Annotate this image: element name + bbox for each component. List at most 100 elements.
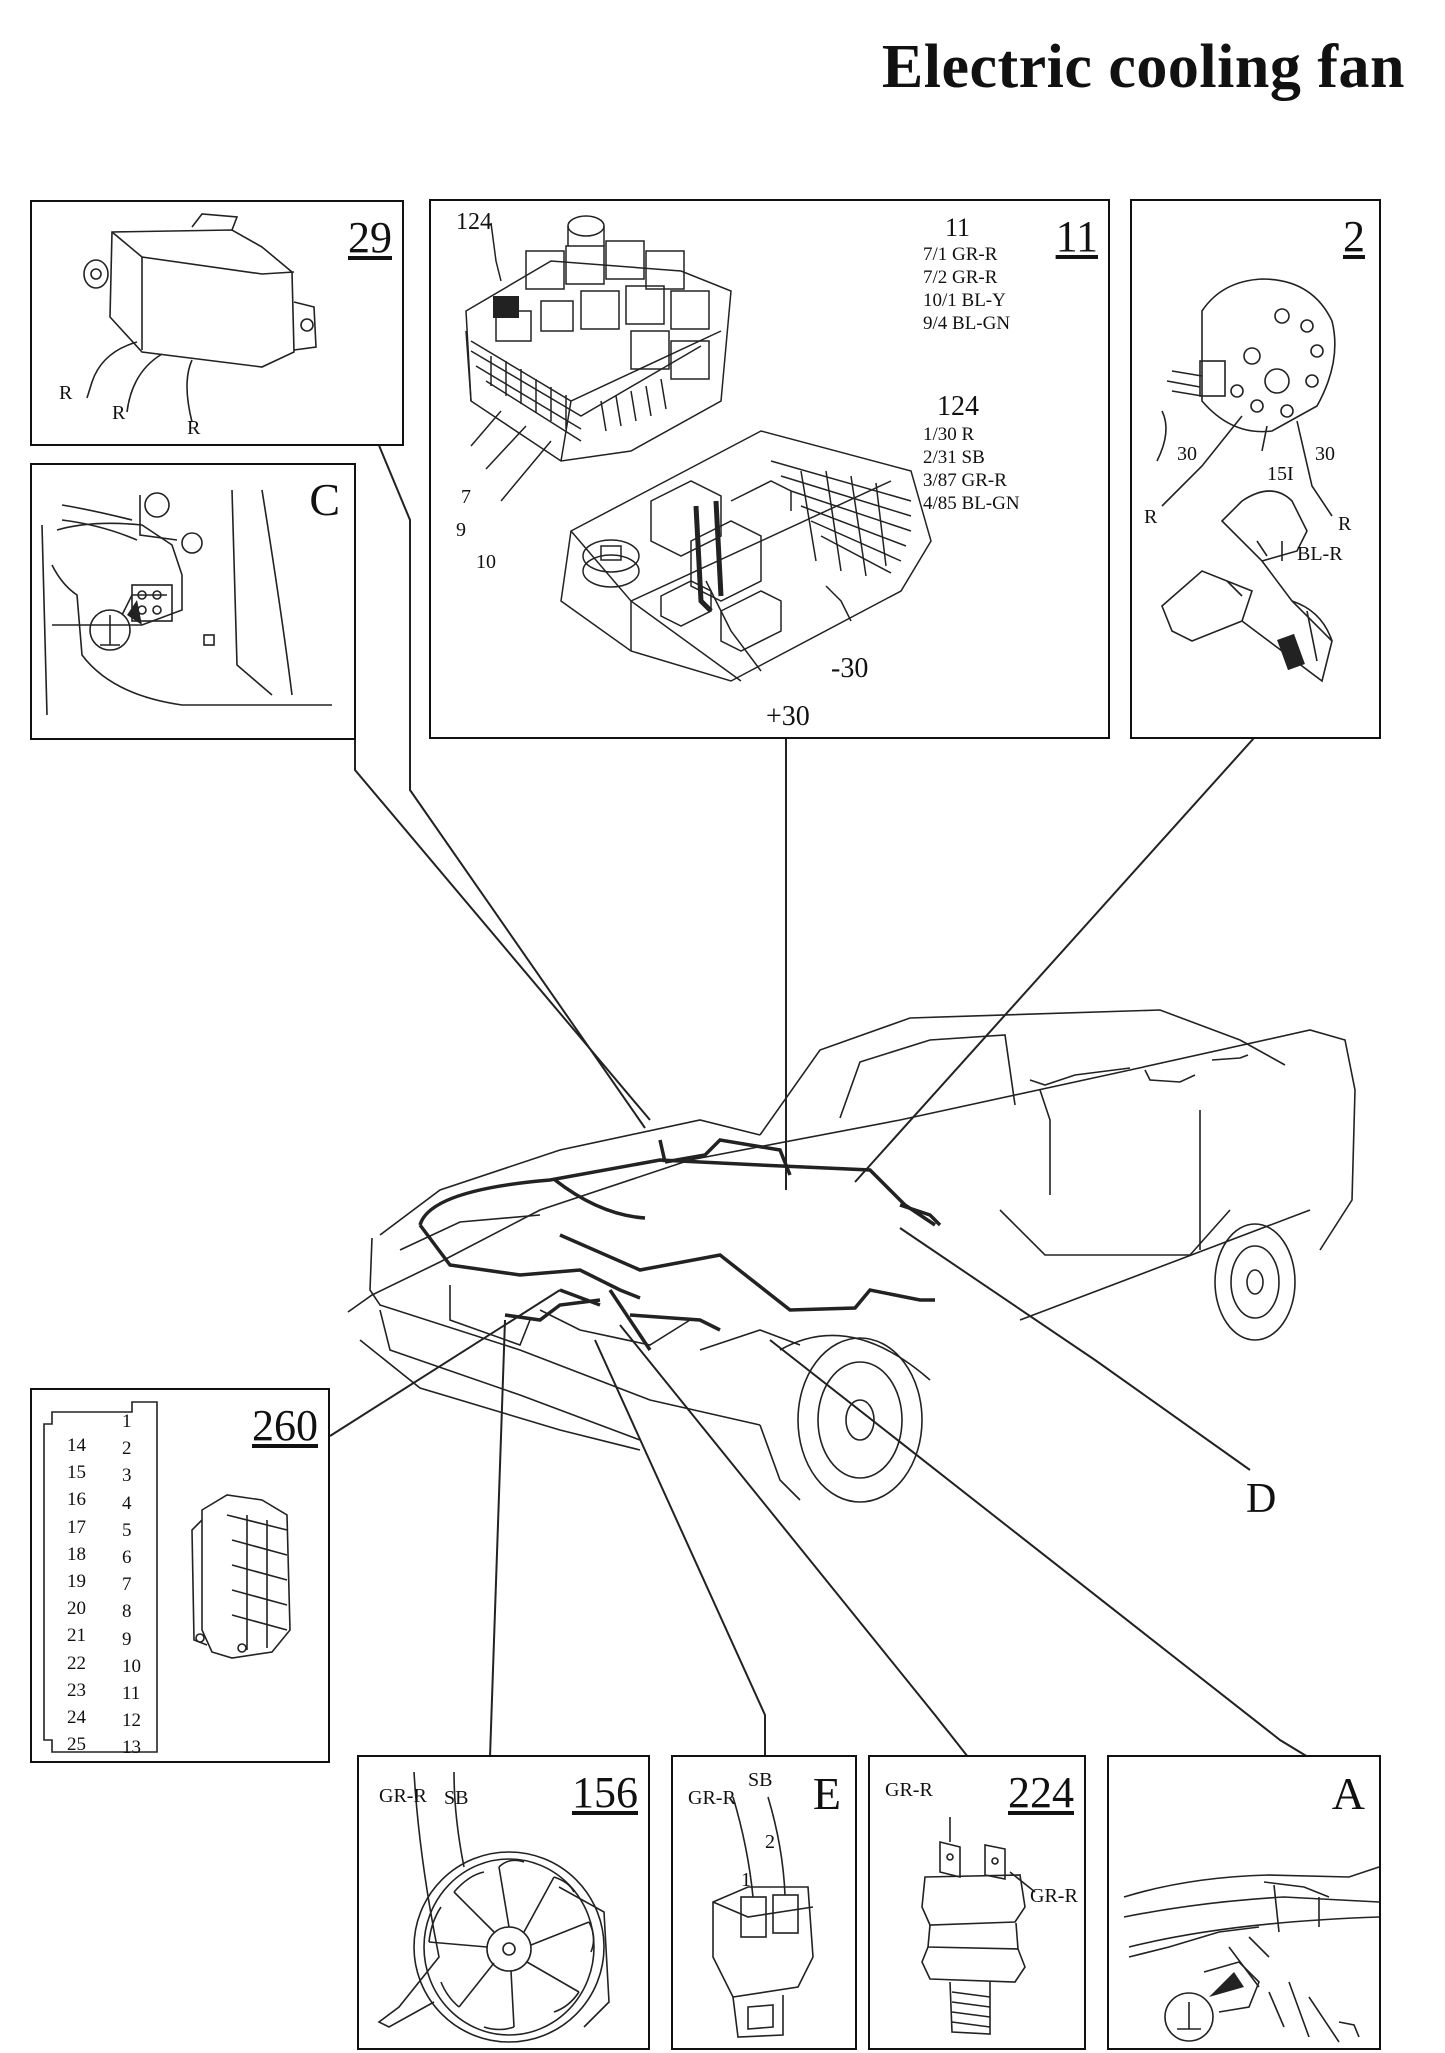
car-body	[347, 1009, 1356, 1501]
pin-number: 5	[122, 1519, 132, 1541]
leader-label-7: 7	[461, 486, 471, 508]
wire-label-r: R	[112, 402, 126, 424]
wire-entry: 3/87 GR-R	[923, 470, 1007, 491]
temperature-switch-drawing	[921, 1817, 1036, 2035]
panel-number-11: 11	[1055, 212, 1098, 261]
pin-number: 6	[122, 1547, 132, 1569]
panel-letter-c: C	[309, 474, 340, 525]
wire-label-r: R	[1144, 506, 1158, 528]
wire-label-sb: SB	[748, 1769, 773, 1791]
pin-number: 2	[122, 1438, 132, 1460]
panel-ignition-switch-2: 2 30 30 15I R R BL-R	[1130, 199, 1381, 739]
terminal-minus-30: -30	[831, 653, 869, 684]
terminal-plus-30: +30	[766, 701, 810, 732]
control-module-drawing	[83, 213, 317, 423]
two-pin-connector-drawing	[712, 1796, 814, 2038]
wire-label-r: R	[1338, 513, 1352, 535]
pin-number: 12	[122, 1710, 141, 1732]
pin-number: 22	[67, 1652, 86, 1674]
leader-line-224	[619, 1324, 969, 1758]
pin-number: 15	[67, 1462, 86, 1484]
leader-line-C	[354, 727, 651, 1121]
wire-entry: 7/2 GR-R	[923, 267, 998, 288]
wire-entry: 1/30 R	[923, 424, 975, 445]
wire-label-gr-r: GR-R	[885, 1779, 933, 1801]
terminal-label-30: 30	[1315, 443, 1335, 465]
ground-point-a-drawing	[1123, 1866, 1380, 2043]
leader-line-E	[594, 1339, 766, 1757]
panel-number-260: 260	[252, 1401, 318, 1450]
leader-line-2	[854, 737, 1255, 1183]
pin-number: 11	[122, 1683, 141, 1705]
wire-entry: 2/31 SB	[923, 447, 985, 468]
connector-drawing	[43, 1401, 291, 1753]
panel-ground-point-a: A	[1107, 1755, 1381, 2050]
pin-number: 9	[122, 1628, 132, 1650]
panel-connector-e: E GR-R SB 1 2	[671, 1755, 857, 2050]
panel-temperature-switch-224: 224 GR-R GR-R	[868, 1755, 1086, 2050]
wiring-harness	[418, 1138, 942, 1351]
central-electrical-unit-drawing	[465, 215, 932, 682]
wire-entry: 7/1 GR-R	[923, 244, 998, 265]
pin-number: 1	[122, 1411, 132, 1432]
wire-entry: 10/1 BL-Y	[923, 290, 1006, 311]
pin-number: 16	[67, 1489, 86, 1511]
rear-wheel	[1214, 1223, 1296, 1341]
leader-line-156	[489, 1319, 506, 1758]
pin-label-2: 2	[765, 1831, 775, 1853]
leader-line-D	[899, 1227, 1251, 1471]
leader-line-A	[769, 1339, 1309, 1758]
leader-line-29	[377, 442, 646, 1129]
pin-number: 13	[122, 1737, 141, 1759]
pin-number: 20	[67, 1598, 86, 1620]
wire-label-sb: SB	[444, 1787, 469, 1809]
pin-number: 10	[122, 1655, 141, 1677]
wire-label-gr-r: GR-R	[379, 1785, 427, 1807]
wire-label-r: R	[187, 417, 201, 439]
connector-pins-left: 14 15 16 17 18 19 20 21 22 23 24 25	[67, 1432, 86, 1758]
front-wheel	[779, 1334, 931, 1503]
panel-letter-e: E	[812, 1768, 841, 1819]
terminal-label-15: 15I	[1267, 463, 1294, 485]
wire-label-gr-r: GR-R	[688, 1787, 736, 1809]
pin-number: 17	[67, 1516, 86, 1538]
pin-number: 21	[67, 1625, 86, 1647]
pin-label-1: 1	[741, 1869, 751, 1891]
panel-control-module-29: 29 R R R	[30, 200, 404, 446]
ground-point-drawing	[41, 489, 332, 716]
callout-124: 124	[456, 209, 492, 235]
pin-number: 8	[122, 1601, 132, 1623]
panel-number-156: 156	[572, 1768, 638, 1817]
panel-fan-motor-156: 156 GR-R SB	[357, 1755, 650, 2050]
relay-124-heading: 124	[937, 391, 979, 422]
panel-number-2: 2	[1343, 212, 1365, 261]
page-title: Electric cooling fan	[881, 33, 1405, 101]
wire-label-r: R	[59, 382, 73, 404]
connector-pins-right: 1 2 3 4 5 6 7 8 9 10 11 12 13	[122, 1408, 141, 1762]
panel-number-29: 29	[348, 213, 392, 262]
relay-11-wiring-list: 11 7/1 GR-R 7/2 GR-R 10/1 BL-Y 9/4 BL-GN	[923, 213, 1010, 335]
pin-number: 24	[67, 1707, 86, 1729]
wire-entry: 9/4 BL-GN	[923, 313, 1011, 334]
leader-label-9: 9	[456, 519, 466, 541]
pin-number: 3	[122, 1465, 132, 1487]
wire-entry: 4/85 BL-GN	[923, 493, 1020, 514]
panel-connector-260: 260 14 15 16 17 18 19 20 21 22 23 24 25 …	[30, 1388, 330, 1763]
relay-11-heading: 11	[945, 213, 971, 242]
pin-number: 7	[122, 1574, 132, 1596]
pin-number: 18	[67, 1543, 86, 1565]
pin-number: 14	[67, 1435, 86, 1456]
panel-ground-point-c: C	[30, 463, 356, 740]
wire-label-gr-r: GR-R	[1030, 1885, 1078, 1907]
panel-number-224: 224	[1008, 1768, 1074, 1817]
pin-number: 19	[67, 1571, 86, 1593]
pin-number: 25	[67, 1734, 86, 1756]
leader-line-260	[329, 1289, 561, 1437]
relay-124-wiring-list: 124 1/30 R 2/31 SB 3/87 GR-R 4/85 BL-GN	[923, 391, 1020, 515]
callout-d: D	[1246, 1476, 1277, 1522]
pin-number: 23	[67, 1679, 86, 1701]
panel-letter-a: A	[1331, 1768, 1365, 1819]
ignition-switch-drawing	[1156, 278, 1336, 683]
fan-motor-drawing	[377, 1771, 610, 2043]
